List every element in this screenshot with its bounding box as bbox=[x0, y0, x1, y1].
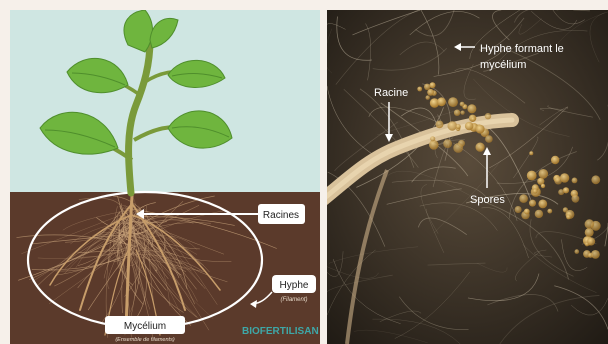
spore bbox=[591, 175, 600, 184]
spore bbox=[575, 249, 580, 254]
spore bbox=[471, 117, 476, 122]
biofertilisan-logo: BIOFERTILISAN bbox=[242, 326, 319, 337]
hyphe-mycelium-label-line2: mycélium bbox=[480, 59, 526, 71]
spore bbox=[426, 95, 430, 99]
spore bbox=[467, 104, 476, 113]
spore bbox=[529, 200, 536, 207]
spore bbox=[417, 87, 422, 92]
mycelium-photo: Hyphe formant le mycélium Racine Spores bbox=[327, 10, 608, 344]
spore bbox=[524, 209, 530, 215]
spore bbox=[429, 140, 439, 150]
spore bbox=[529, 151, 533, 155]
spore bbox=[558, 189, 564, 195]
spore bbox=[572, 195, 580, 203]
spore bbox=[437, 97, 446, 106]
mycelium-sublabel: (Ensemble de filaments) bbox=[115, 337, 174, 343]
spore bbox=[454, 110, 460, 116]
spores-label: Spores bbox=[470, 194, 505, 206]
spore bbox=[461, 111, 465, 115]
spore bbox=[448, 97, 458, 107]
hyphe-mycelium-label-line1: Hyphe formant le bbox=[480, 43, 564, 55]
photo-svg: Hyphe formant le mycélium Racine Spores bbox=[327, 10, 608, 344]
spore bbox=[560, 173, 569, 182]
spore bbox=[453, 143, 463, 153]
spore bbox=[585, 219, 595, 229]
spore bbox=[476, 125, 485, 134]
spore bbox=[430, 82, 436, 88]
spore bbox=[443, 139, 452, 148]
spore bbox=[476, 143, 485, 152]
spore bbox=[591, 250, 600, 259]
racines-label: Racines bbox=[263, 210, 299, 221]
illustration-svg: Racines Hyphe (Filament) Mycélium (Ensem… bbox=[10, 10, 320, 344]
racine-label: Racine bbox=[374, 87, 408, 99]
spore bbox=[456, 124, 461, 129]
spore bbox=[538, 200, 547, 209]
spore bbox=[519, 194, 528, 203]
spore bbox=[539, 169, 549, 179]
spore bbox=[551, 156, 559, 164]
spore bbox=[465, 122, 474, 131]
spore bbox=[515, 206, 522, 213]
spore bbox=[572, 178, 578, 184]
spore bbox=[585, 242, 589, 246]
spore bbox=[436, 121, 444, 129]
spore bbox=[460, 102, 465, 107]
spore bbox=[533, 189, 538, 194]
spore bbox=[448, 121, 458, 131]
spore bbox=[541, 184, 545, 188]
spore bbox=[485, 135, 493, 143]
spore bbox=[485, 113, 491, 119]
spore bbox=[430, 136, 435, 141]
mycelium-label: Mycélium bbox=[124, 321, 166, 332]
plant-mycelium-illustration: Racines Hyphe (Filament) Mycélium (Ensem… bbox=[10, 10, 320, 344]
spore bbox=[527, 171, 537, 181]
spore bbox=[535, 210, 543, 218]
spore bbox=[566, 215, 571, 220]
hyphe-label: Hyphe bbox=[280, 280, 309, 291]
spore bbox=[427, 89, 434, 96]
spore bbox=[585, 228, 594, 237]
spore bbox=[424, 84, 430, 90]
hyphe-sublabel: (Filament) bbox=[280, 297, 307, 303]
spore bbox=[547, 209, 552, 214]
